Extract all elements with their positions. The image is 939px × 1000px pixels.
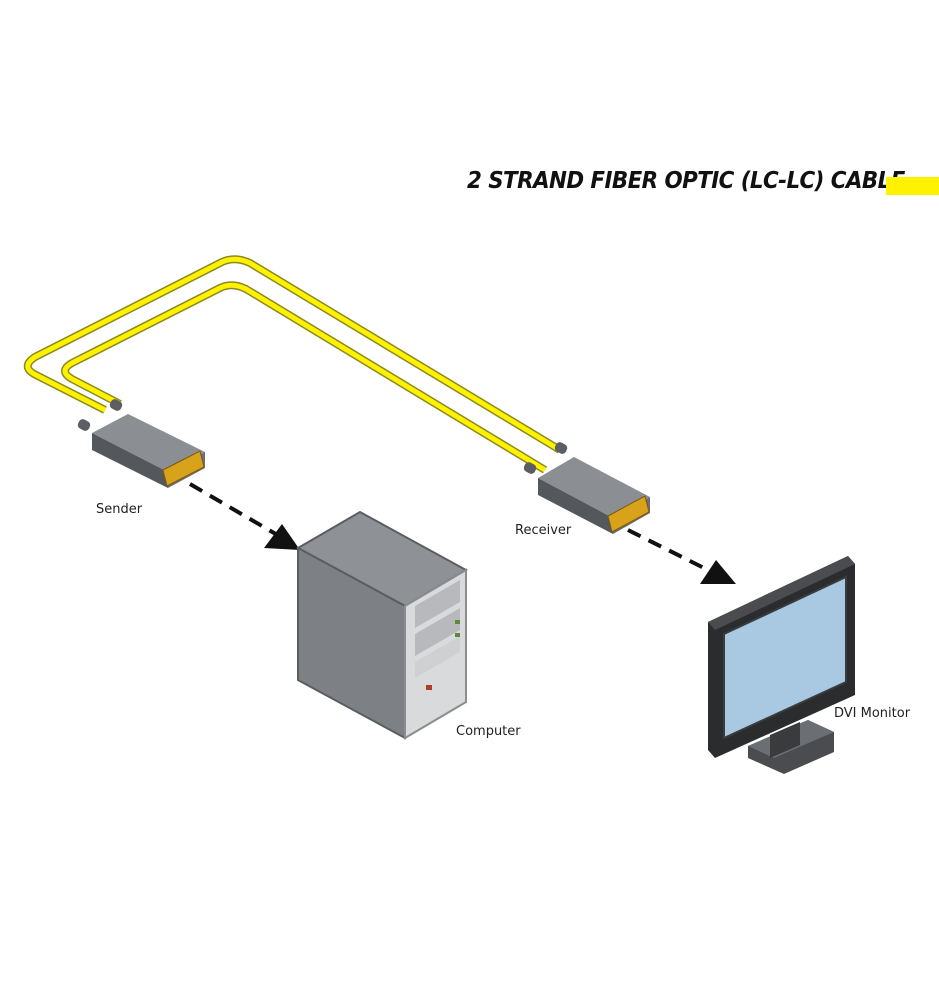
- receiver-label: Receiver: [515, 523, 572, 538]
- sender-to-computer-arrow: [188, 482, 291, 543]
- legend-color-swatch: [886, 177, 939, 195]
- sender-arrowhead: [264, 524, 300, 550]
- computer-tower: [295, 510, 469, 740]
- monitor-label: DVI Monitor: [834, 706, 911, 721]
- fiber-optic-cable: [23, 255, 563, 474]
- receiver-arrowhead: [700, 560, 736, 584]
- monitor: [708, 556, 855, 774]
- sender-module: [77, 399, 205, 488]
- legend-title: 2 STRAND FIBER OPTIC (LC-LC) CABLE: [467, 168, 905, 194]
- receiver-to-monitor-arrow: [627, 528, 721, 578]
- computer-label: Computer: [456, 724, 521, 739]
- receiver-module: [523, 442, 650, 534]
- sender-label: Sender: [96, 502, 143, 517]
